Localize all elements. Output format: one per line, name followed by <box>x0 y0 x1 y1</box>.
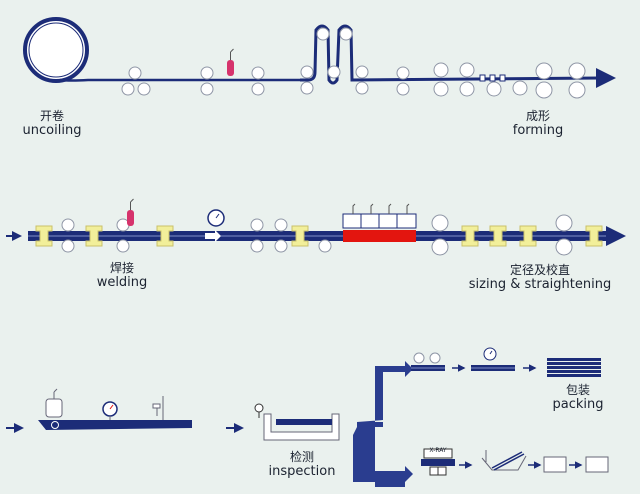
uncoiling-label: 开卷 uncoiling <box>12 109 92 139</box>
inspection-label: 检测 inspection <box>262 450 342 480</box>
forming-section <box>300 24 616 99</box>
induction-heater <box>342 203 417 242</box>
gas-bottle-icon <box>127 198 134 226</box>
sizing-en: sizing & straightening <box>468 276 612 292</box>
roller-icon <box>413 352 441 364</box>
inline-gauge-icon <box>207 209 225 227</box>
inline-gauge-icon <box>483 347 497 361</box>
inspection-en: inspection <box>268 463 336 479</box>
roller-icon <box>121 66 265 96</box>
uncoiling-en: uncoiling <box>22 122 82 138</box>
welding-en: welding <box>96 274 148 290</box>
roller-icon <box>300 27 586 99</box>
packing-label: 包装 packing <box>538 383 618 413</box>
accumulator-loop <box>300 24 601 85</box>
uncoiling-section <box>23 17 300 96</box>
xray-label: X-RAY <box>429 447 447 454</box>
sizing-label: 定径及校直 sizing & straightening <box>452 263 628 293</box>
test-station <box>45 388 164 420</box>
steel-strip <box>59 78 300 82</box>
packing-en: packing <box>552 396 604 412</box>
packing-zh: 包装 <box>565 383 590 397</box>
sizing-zh: 定径及校直 <box>509 263 570 277</box>
xray-machine-icon <box>421 448 455 476</box>
chamfer-machine <box>481 450 527 471</box>
forming-label: 成形 forming <box>498 109 578 139</box>
welding-label: 焊接 welding <box>82 261 162 291</box>
packing-section <box>411 347 609 476</box>
weld-clamp-icon <box>35 225 603 247</box>
pipe-bundle-icon <box>547 358 601 377</box>
coil-icon <box>23 17 89 83</box>
forming-en: forming <box>512 122 564 138</box>
process-box <box>585 456 609 473</box>
welding-section <box>6 198 626 256</box>
pipe-line <box>38 420 192 430</box>
inspection-bench <box>254 403 340 441</box>
distribution-fork <box>353 361 413 487</box>
gas-bottle-icon <box>227 48 234 76</box>
inspection-section <box>6 388 340 441</box>
process-box <box>543 456 567 473</box>
fin-pass-blocks <box>479 74 506 82</box>
roller-icon <box>61 214 573 256</box>
welding-zh: 焊接 <box>109 261 134 275</box>
inspection-zh: 检测 <box>289 450 314 464</box>
uncoiling-zh: 开卷 <box>39 109 64 123</box>
flow-arrow-icon <box>205 230 221 242</box>
forming-zh: 成形 <box>525 109 550 123</box>
